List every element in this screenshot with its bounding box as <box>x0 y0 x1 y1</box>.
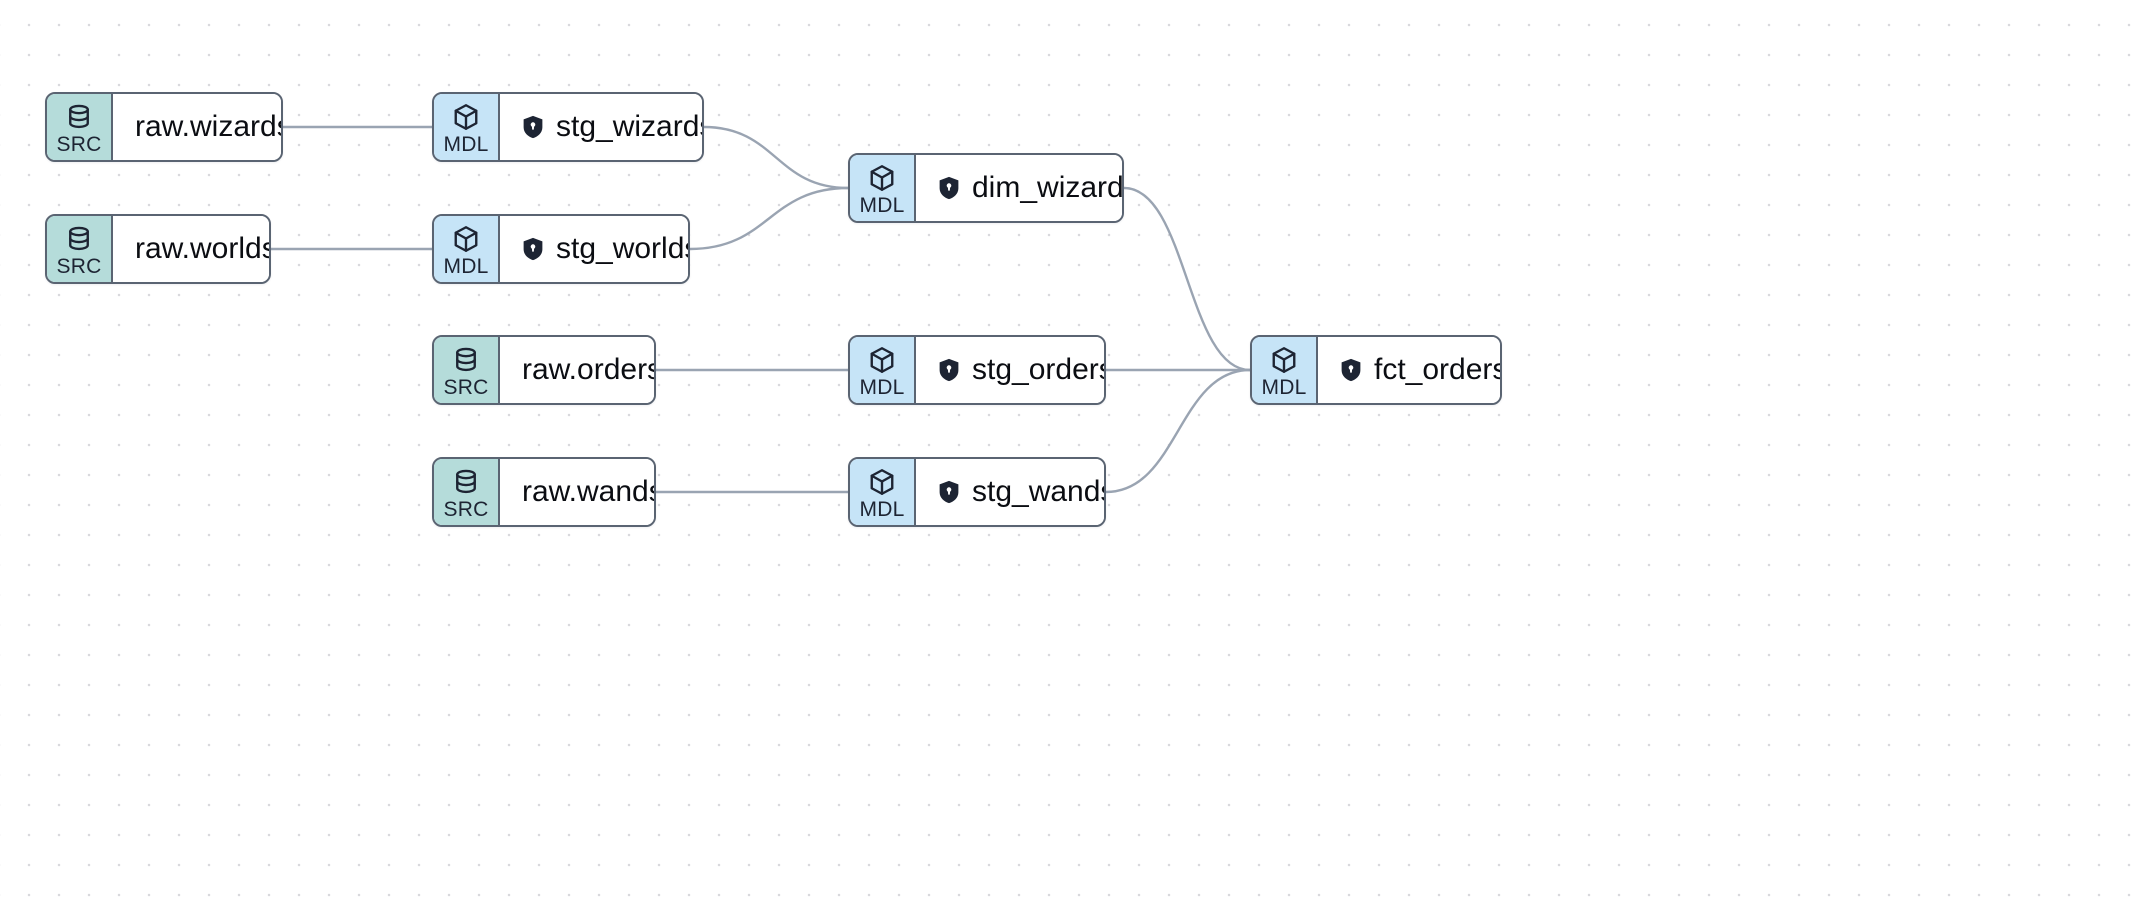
node-raw_worlds[interactable]: SRC raw.worlds <box>45 214 271 284</box>
edge-stg_worlds-to-dim_wizards[interactable] <box>688 186 850 251</box>
node-label-stg_wizards: stg_wizards <box>556 110 704 143</box>
node-body-stg_wizards: stg_wizards <box>500 94 704 160</box>
node-type-badge-stg_orders: MDL <box>850 337 916 403</box>
node-stg_orders[interactable]: MDL stg_orders <box>848 335 1106 405</box>
node-fct_orders[interactable]: MDL fct_orders <box>1250 335 1502 405</box>
badge-label-fct_orders: MDL <box>1261 376 1307 399</box>
shield-icon <box>938 480 960 504</box>
node-type-badge-raw_wands: SRC <box>434 459 500 525</box>
node-type-badge-raw_orders: SRC <box>434 337 500 403</box>
node-dim_wizards[interactable]: MDL dim_wizards <box>848 153 1124 223</box>
node-label-dim_wizards: dim_wizards <box>972 171 1124 204</box>
badge-label-stg_worlds: MDL <box>443 255 489 278</box>
node-type-badge-stg_wands: MDL <box>850 459 916 525</box>
node-label-stg_orders: stg_orders <box>972 353 1106 386</box>
badge-label-raw_wands: SRC <box>443 498 489 521</box>
node-type-badge-stg_wizards: MDL <box>434 94 500 160</box>
node-body-fct_orders: fct_orders <box>1318 337 1502 403</box>
node-body-raw_orders: raw.orders <box>500 337 656 403</box>
node-type-badge-stg_worlds: MDL <box>434 216 500 282</box>
database-icon <box>451 345 481 375</box>
node-body-stg_worlds: stg_worlds <box>500 216 690 282</box>
node-stg_wizards[interactable]: MDL stg_wizards <box>432 92 704 162</box>
badge-label-stg_wizards: MDL <box>443 133 489 156</box>
shield-icon <box>938 358 960 382</box>
shield-icon <box>522 237 544 261</box>
node-raw_wands[interactable]: SRC raw.wands <box>432 457 656 527</box>
node-body-stg_orders: stg_orders <box>916 337 1106 403</box>
node-raw_wizards[interactable]: SRC raw.wizards <box>45 92 283 162</box>
badge-label-raw_wizards: SRC <box>56 133 102 156</box>
cube-icon <box>867 345 897 375</box>
cube-icon <box>451 102 481 132</box>
badge-label-raw_worlds: SRC <box>56 255 102 278</box>
node-label-raw_orders: raw.orders <box>522 353 656 386</box>
node-body-raw_worlds: raw.worlds <box>113 216 271 282</box>
node-stg_worlds[interactable]: MDL stg_worlds <box>432 214 690 284</box>
node-label-stg_worlds: stg_worlds <box>556 232 690 265</box>
node-type-badge-dim_wizards: MDL <box>850 155 916 221</box>
cube-icon <box>867 467 897 497</box>
edge-dim_wizards-to-fct_orders[interactable] <box>1122 186 1252 372</box>
edge-stg_wizards-to-dim_wizards[interactable] <box>702 125 850 190</box>
node-label-raw_wands: raw.wands <box>522 475 656 508</box>
node-label-raw_worlds: raw.worlds <box>135 232 271 265</box>
badge-label-raw_orders: SRC <box>443 376 489 399</box>
database-icon <box>451 467 481 497</box>
node-label-fct_orders: fct_orders <box>1374 353 1502 386</box>
badge-label-stg_orders: MDL <box>859 376 905 399</box>
node-label-raw_wizards: raw.wizards <box>135 110 283 143</box>
node-body-dim_wizards: dim_wizards <box>916 155 1124 221</box>
cube-icon <box>867 163 897 193</box>
cube-icon <box>1269 345 1299 375</box>
shield-icon <box>522 115 544 139</box>
shield-icon <box>938 176 960 200</box>
node-body-stg_wands: stg_wands <box>916 459 1106 525</box>
badge-label-dim_wizards: MDL <box>859 194 905 217</box>
database-icon <box>64 224 94 254</box>
node-type-badge-raw_worlds: SRC <box>47 216 113 282</box>
node-body-raw_wands: raw.wands <box>500 459 656 525</box>
node-label-stg_wands: stg_wands <box>972 475 1106 508</box>
node-type-badge-raw_wizards: SRC <box>47 94 113 160</box>
node-body-raw_wizards: raw.wizards <box>113 94 283 160</box>
node-stg_wands[interactable]: MDL stg_wands <box>848 457 1106 527</box>
edge-stg_wands-to-fct_orders[interactable] <box>1104 368 1252 494</box>
shield-icon <box>1340 358 1362 382</box>
cube-icon <box>451 224 481 254</box>
node-raw_orders[interactable]: SRC raw.orders <box>432 335 656 405</box>
database-icon <box>64 102 94 132</box>
node-type-badge-fct_orders: MDL <box>1252 337 1318 403</box>
badge-label-stg_wands: MDL <box>859 498 905 521</box>
